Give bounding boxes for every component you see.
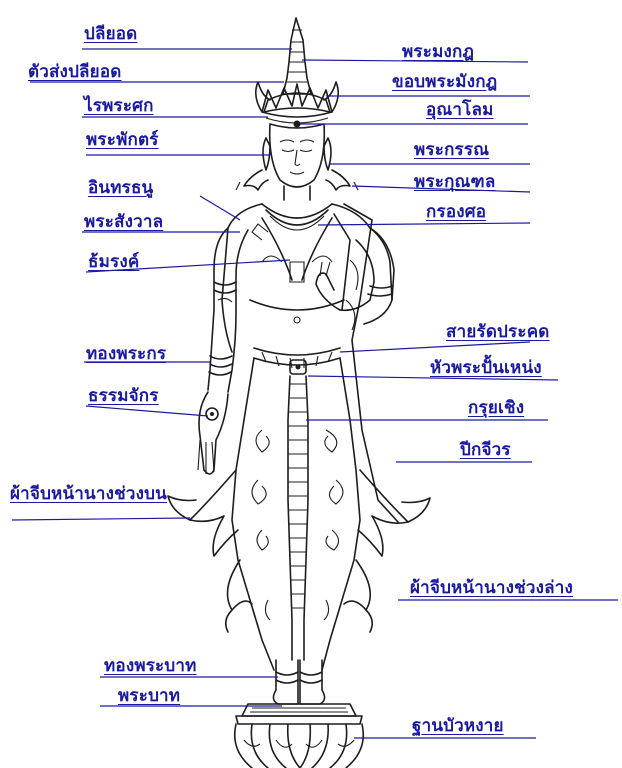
label-urna: อุณาโลม [426,100,493,120]
label-foot: พระบาท [118,686,180,706]
label-ankle-band: ทองพระบาท [104,656,197,676]
head [263,124,331,187]
torso [222,204,392,352]
label-armlet: ธ้มรงค์ [88,252,139,272]
label-lower-pleat: ผ้าจีบหน้านางช่วงล่าง [410,578,573,598]
label-sash-hanging: กรุยเชิง [468,398,524,418]
label-crown-tip: ปลียอด [84,24,137,44]
lotus-base [235,704,364,768]
label-face: พระพักตร์ [86,130,159,150]
belt [254,348,340,374]
crown-body [256,82,339,128]
label-crown-rim: ขอบพระมังกฎ [392,72,497,92]
label-lotus-base: ฐานบัวหงาย [412,716,504,736]
label-collar: กรองศอ [426,202,486,222]
feet [273,660,324,704]
label-palm-wheel: ธรรมจักร [88,386,159,406]
label-shoulder-chain: พระสังวาล [84,212,163,232]
label-belt-buckle: หัวพระปั้นเหน่ง [430,358,542,378]
lower-robe [232,358,360,670]
label-hairline: ไรพระศก [84,96,154,116]
label-bracelet: ทองพระกร [86,344,166,364]
label-crown: พระมงกฎ [402,42,474,62]
label-upper-pleat: ผ้าจีบหน้านางช่วงบน [10,484,167,504]
label-earring: พระกุณฑล [414,172,495,192]
label-belt: สายรัดประคด [446,322,550,342]
label-robe-wing: ปีกจีวร [460,440,511,460]
collar [262,186,332,230]
label-brow: อินทรธนู [88,178,153,198]
crown-spire [283,18,311,94]
label-ear: พระกรรณ [414,140,489,160]
label-crown-tip-body: ตัวส่งปลียอด [28,62,121,82]
